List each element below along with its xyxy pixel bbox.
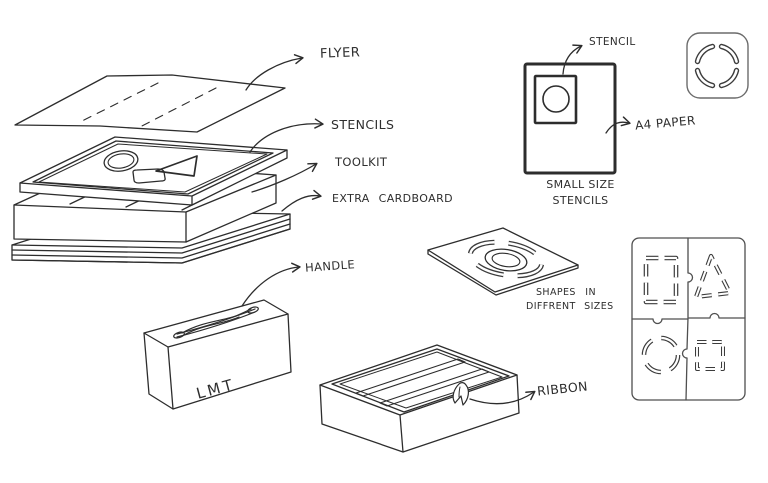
circle-shapes-sheet-sketch [427,227,579,296]
shapes-caption-line1: SHAPES IN [536,287,596,298]
flyer-arrow [245,54,304,91]
stencil-arrow [562,44,583,75]
handle-sketch [173,306,259,339]
a4-paper-outline [523,62,617,175]
circle-cutout [103,150,139,172]
stencil-label: STENCIL [589,36,636,48]
square-cutout [132,168,166,184]
small-stencil-outline [533,74,578,125]
stencils-arrow [249,118,324,153]
flyer-label: FLYER [319,45,361,62]
divider-wall [355,358,466,397]
flyer-sheet-sketch [14,74,286,133]
stencils-label: STENCILS [331,117,395,132]
stencil-tray-sketch [19,136,288,206]
small-size-caption-line2: STENCILS [552,194,609,207]
a4-paper-stencil-sketch [523,62,617,175]
lmt-handle-box-sketch [143,299,292,410]
grid-horizontal-divider [631,312,746,325]
triangle-cutout [155,155,198,177]
extra-cardboard-label: EXTRA CARDBOARD [332,192,454,205]
ribbon-sketch [452,382,469,406]
extra-cardboard-arrow [281,189,322,212]
fold-lines [77,82,217,130]
handle-arrow [241,262,301,307]
divider-wall [379,368,490,407]
stencil-circle [542,85,570,113]
toolkit-arrow [251,162,318,193]
shapes-caption-line2: DIFFRENT SIZES [526,301,614,312]
small-size-caption-line1: SMALL SIZE [546,178,615,191]
compartment-tray-sketch [319,344,520,453]
a4-paper-arrow [605,116,631,134]
grid-vertical-divider [681,237,694,401]
toolkit-label: TOOLKIT [335,155,388,169]
stencil-grid-sheet-sketch [631,237,746,401]
ribbon-arrow [469,390,536,405]
corner-stencil-card-sketch [686,32,749,99]
